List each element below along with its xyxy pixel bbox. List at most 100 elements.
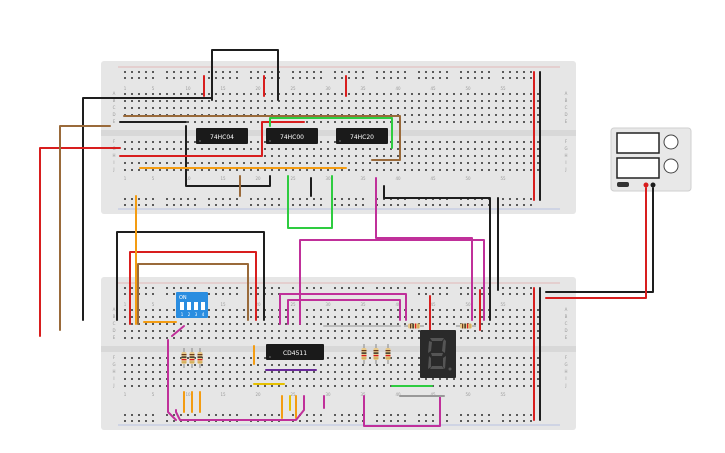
row-letter: F [565,355,568,360]
wire-magenta [375,177,473,321]
row-letter: F [113,355,116,360]
column-number: 50 [465,86,471,91]
chip-74hc00-label: 74HC00 [280,134,304,141]
column-number: 30 [325,392,331,397]
wire-red [545,187,647,299]
row-letter: D [564,328,567,333]
column-number: 20 [255,86,261,91]
column-number: 25 [290,86,296,91]
chip-74hc20-label: 74HC20 [350,134,374,141]
bench-power-supply[interactable] [610,127,692,192]
resistor [181,348,187,368]
column-number: 15 [220,302,226,307]
row-letter: E [113,335,116,340]
row-letter: D [112,112,115,117]
dip-switch-on-label: ON [179,295,187,301]
column-number: 1 [124,392,127,397]
wire-black [383,185,491,321]
wire-magenta [175,395,305,421]
column-number: 35 [360,302,366,307]
column-number: 25 [290,302,296,307]
row-letter: G [564,362,567,367]
row-letter: C [113,321,116,326]
column-number: 10 [185,392,191,397]
wire-brown [123,115,401,161]
column-number: 50 [465,302,471,307]
wire-red [39,147,121,337]
resistor [385,344,391,364]
column-number: 50 [465,392,471,397]
wire-black [82,97,213,321]
column-number: 15 [220,176,226,181]
row-letter: I [565,160,566,165]
row-letter: E [565,119,568,124]
dip-switch[interactable]: ON 1 2 3 4 [176,292,208,318]
column-number: 30 [325,176,331,181]
row-letter: J [564,383,566,388]
row-letter: F [565,139,568,144]
column-number: 15 [220,86,226,91]
wire-magenta [363,395,441,427]
column-number: 45 [430,86,436,91]
wire-magenta [167,325,185,421]
row-letter: H [112,369,115,374]
column-number: 40 [395,176,401,181]
row-letter: I [113,160,114,165]
row-letter: B [113,314,116,319]
column-number: 35 [360,176,366,181]
wire-black [545,187,654,293]
row-letter: C [565,321,568,326]
row-letter: D [112,328,115,333]
column-number: 25 [290,392,296,397]
column-number: 40 [395,302,401,307]
resistor [456,323,476,329]
column-number: 40 [395,86,401,91]
wire-red [129,251,257,325]
chip-74hc04-label: 74HC04 [210,134,234,141]
column-number: 20 [255,392,261,397]
column-number: 10 [185,176,191,181]
row-letter: A [565,307,568,312]
row-letter: H [112,153,115,158]
wires [39,49,654,427]
column-number: 5 [152,392,155,397]
dip-switch-number: 3 [195,312,198,317]
wire-brown [59,125,111,331]
column-number: 5 [152,302,155,307]
resistors [181,323,476,368]
column-number: 35 [360,392,366,397]
dip-switch-number: 1 [181,312,184,317]
dip-switch-number: 2 [188,312,191,317]
row-letter: B [113,98,116,103]
row-letter: H [564,153,567,158]
row-letter: J [112,383,114,388]
column-number: 30 [325,86,331,91]
column-number: 35 [360,86,366,91]
row-letter: A [113,91,116,96]
resistor [404,323,424,329]
chip-cd4511: CD4511 [266,344,324,360]
row-letter: A [113,307,116,312]
row-letter: G [112,362,115,367]
column-number: 1 [124,176,127,181]
resistor [189,348,195,368]
resistor [373,344,379,364]
column-number: 45 [430,302,436,307]
column-number: 1 [124,302,127,307]
wire-green [269,117,393,149]
wire-magenta [279,293,407,325]
wire-green [287,175,333,229]
chip-74hc00: 74HC00 [266,128,318,144]
wire-black [211,49,279,101]
row-letter: I [113,376,114,381]
column-number: 5 [152,86,155,91]
row-letter: C [113,105,116,110]
column-number: 40 [395,392,401,397]
column-number: 10 [185,86,191,91]
column-number: 1 [124,86,127,91]
bottom-breadboard: 1155101015152020252530303535404045455050… [101,277,576,430]
row-letter: C [565,105,568,110]
row-letter: E [565,335,568,340]
resistor [197,348,203,368]
column-number: 15 [220,392,226,397]
